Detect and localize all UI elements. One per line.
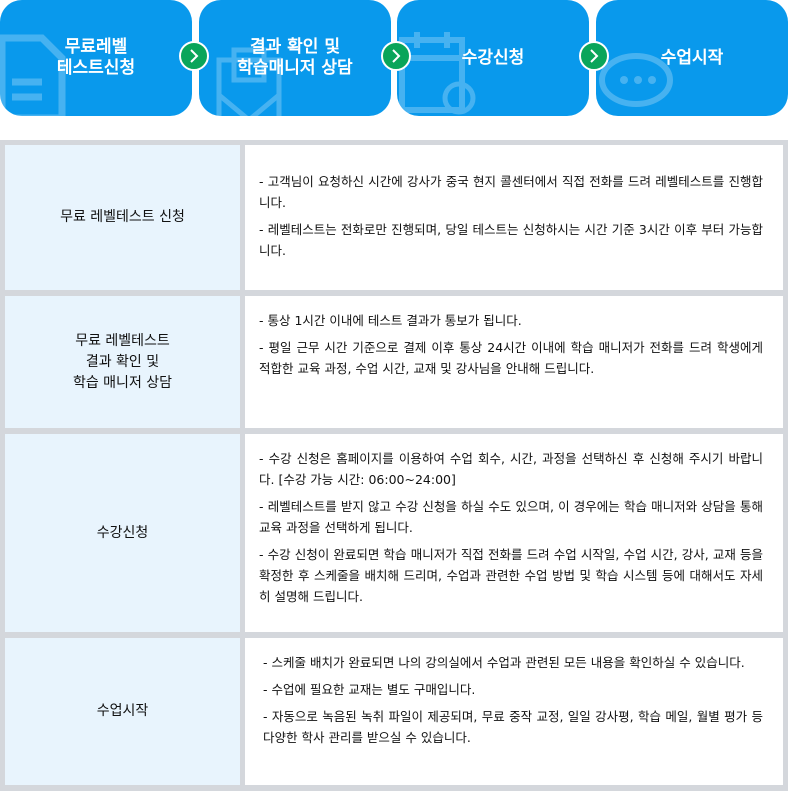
step-enroll: 수강신청 [397, 0, 589, 116]
row-content: - 수강 신청은 홈페이지를 이용하여 수업 회수, 시간, 과정을 선택하신 … [245, 434, 783, 632]
content-item: - 수강 신청은 홈페이지를 이용하여 수업 회수, 시간, 과정을 선택하신 … [259, 451, 763, 487]
row-title-text: 무료 레벨테스트 [75, 332, 170, 349]
step-label-line1: 결과 확인 및 [249, 37, 341, 57]
step-label-line1: 무료레벨 [64, 37, 128, 57]
content-item: - 스케줄 배치가 완료되면 나의 강의실에서 수업과 관련된 모든 내용을 확… [263, 655, 745, 670]
row-title: 무료 레벨테스트 신청 [5, 145, 240, 290]
calendar-icon [399, 32, 476, 115]
row-title: 수업시작 [5, 638, 240, 785]
row-content: - 고객님이 요청하신 시간에 강사가 중국 현지 콜센터에서 직접 전화를 드… [245, 145, 783, 290]
table-row: 수강신청 - 수강 신청은 홈페이지를 이용하여 수업 회수, 시간, 과정을 … [5, 434, 783, 632]
content-item: - 레벨테스트는 전화로만 진행되며, 당일 테스트는 신청하시는 시간 기준 … [259, 222, 763, 258]
row-title-text: 수강신청 [96, 524, 149, 541]
content-item: - 수강 신청이 완료되면 학습 매니저가 직접 전화를 드려 수업 시작일, … [259, 547, 763, 604]
content-item: - 고객님이 요청하신 시간에 강사가 중국 현지 콜센터에서 직접 전화를 드… [259, 174, 763, 210]
document-icon [0, 34, 66, 116]
chevron-right-icon [579, 41, 609, 71]
row-title: 수강신청 [5, 434, 240, 632]
chevron-right-icon [179, 41, 209, 71]
row-content: - 통상 1시간 이내에 테스트 결과가 통보가 됩니다. - 평일 근무 시간… [245, 296, 783, 428]
content-item: - 평일 근무 시간 기준으로 결제 이후 통상 24시간 이내에 학습 매니저… [259, 340, 763, 376]
step-class-start: 수업시작 [596, 0, 788, 116]
content-item: - 수업에 필요한 교재는 별도 구매입니다. [263, 682, 476, 697]
content-item: - 레벨테스트를 받지 않고 수강 신청을 하실 수도 있으며, 이 경우에는 … [259, 499, 763, 535]
step-label-line2: 테스트신청 [56, 58, 136, 78]
step-label-line2: 학습매니저 상담 [237, 58, 353, 78]
row-title-text: 수업시작 [96, 703, 149, 719]
table-row: 수업시작 - 스케줄 배치가 완료되면 나의 강의실에서 수업과 관련된 모든 … [5, 638, 783, 785]
process-table: 무료 레벨테스트 신청 - 고객님이 요청하신 시간에 강사가 중국 현지 콜센… [0, 140, 788, 791]
chat-icon [599, 53, 673, 107]
mail-icon [216, 47, 282, 116]
row-title-text: 결과 확인 및 [85, 353, 160, 370]
content-item: - 통상 1시간 이내에 테스트 결과가 통보가 됩니다. [259, 313, 522, 328]
table-row: 무료 레벨테스트 신청 - 고객님이 요청하신 시간에 강사가 중국 현지 콜센… [5, 145, 783, 290]
step-label: 수강신청 [461, 47, 525, 68]
chevron-right-icon [381, 41, 411, 71]
row-title-text: 학습 매니저 상담 [72, 374, 173, 391]
content-item: - 자동으로 녹음된 녹취 파일이 제공되며, 무료 중작 교정, 일일 강사평… [263, 709, 763, 745]
step-label: 수업시작 [660, 47, 724, 68]
row-title-text: 무료 레벨테스트 신청 [60, 209, 185, 225]
row-content: - 스케줄 배치가 완료되면 나의 강의실에서 수업과 관련된 모든 내용을 확… [245, 638, 783, 785]
